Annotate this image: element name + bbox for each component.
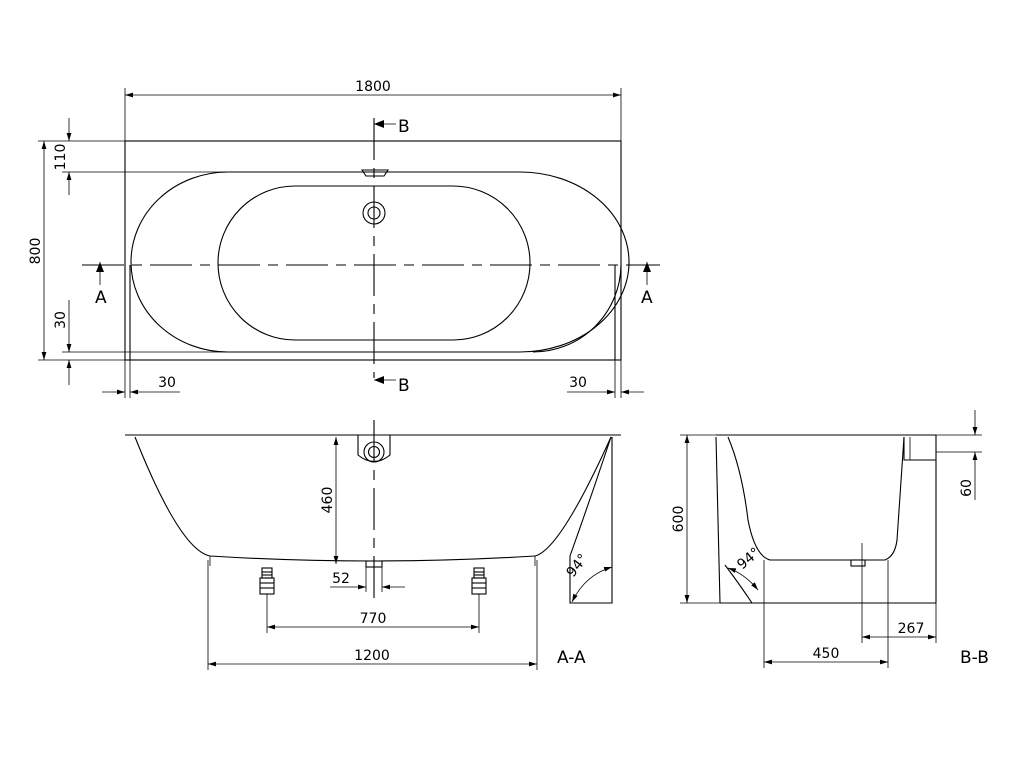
dim-110-label: 110 [53, 144, 69, 171]
dim-770-label: 770 [360, 611, 387, 627]
bb-left-skirt [715, 436, 721, 604]
section-title-aa: A-A [557, 648, 586, 668]
aa-tub-profile [134, 436, 612, 562]
aa-drain-icon [365, 560, 383, 568]
overflow-icon [360, 169, 390, 177]
marker-a-left-label: A [95, 288, 107, 308]
marker-b-bottom-label: B [398, 376, 410, 396]
dim-30-left-label: 30 [158, 375, 176, 391]
top-view: A A B B 1800 800 110 30 [28, 79, 660, 398]
section-b-b: 600 60 267 450 94° B-B [671, 410, 989, 668]
aa-angle-label: 94° [564, 551, 592, 580]
bb-angle-arc [727, 567, 759, 591]
dim-450-label: 450 [813, 646, 840, 662]
dim-600-label: 600 [671, 506, 687, 533]
dim-30-rim-label: 30 [53, 311, 69, 329]
bb-drain-icon [850, 559, 866, 567]
section-title-bb: B-B [960, 648, 989, 668]
marker-a-right-label: A [641, 288, 653, 308]
dim-267-label: 267 [898, 621, 925, 637]
right-rim-arc [532, 264, 622, 353]
aa-overflow-inner-icon [367, 445, 381, 459]
bb-tub-profile [727, 436, 905, 561]
tub-outer-outline [124, 140, 622, 361]
bb-left-foot [724, 564, 753, 604]
aa-skirt [569, 436, 613, 604]
tub-rim-inner [130, 171, 630, 353]
dim-60-label: 60 [959, 479, 975, 497]
bb-overflow-lip [903, 437, 936, 461]
foot-right-icon [471, 567, 487, 595]
bb-angle-label: 94° [734, 545, 763, 573]
dim-460-label: 460 [320, 487, 336, 514]
section-a-a: 460 52 770 1200 94° A-A [125, 420, 621, 670]
dim-52-label: 52 [332, 571, 350, 587]
dim-30-right-label: 30 [569, 375, 587, 391]
dim-1800-label: 1800 [355, 79, 391, 95]
foot-left-icon [259, 567, 275, 595]
dim-800-label: 800 [28, 238, 44, 265]
aa-angle-arc [571, 566, 613, 603]
marker-b-top-label: B [398, 117, 410, 137]
dim-1200-label: 1200 [354, 648, 390, 664]
aa-overflow-outer-icon [363, 441, 385, 463]
